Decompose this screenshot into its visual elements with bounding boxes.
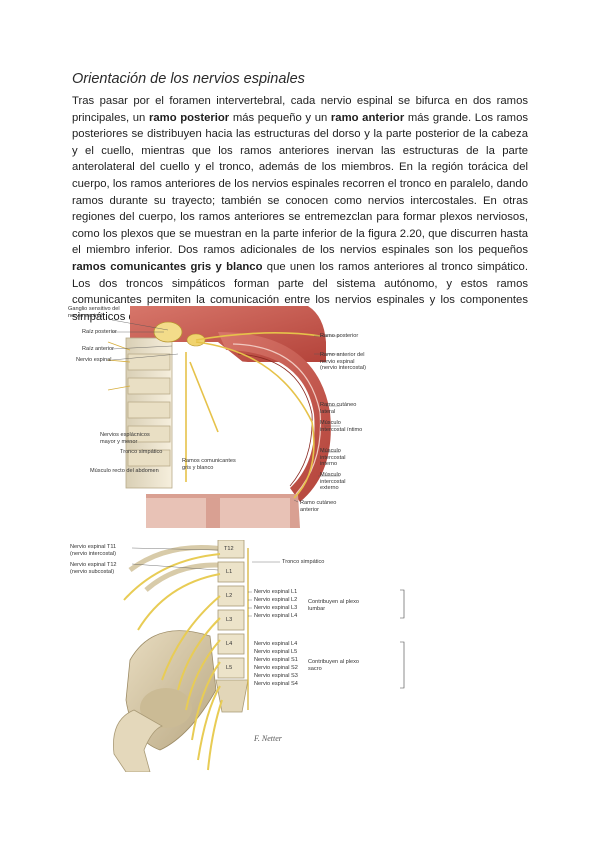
bold-term: ramo anterior — [330, 111, 405, 124]
label-sympathetic-trunk: Tronco simpático — [120, 449, 163, 455]
label-anterior-ramus: Ramo anterior del nervio espinal (nervio… — [320, 352, 367, 372]
label-intercostal-externo: Músculo intercostal externo — [320, 472, 346, 492]
label-intercostal-intimo: Músculo intercostal íntimo — [320, 420, 363, 433]
label-splanchnic: Nervios esplácnicos mayor y menor — [100, 432, 150, 445]
label-t11: Nervio espinal T11 (nervio intercostal) — [70, 544, 117, 557]
label-lumbar-3: Nervio espinal L3 — [254, 605, 298, 611]
label-sympathetic-trunk-b: Tronco simpático — [282, 559, 325, 565]
label-sacral-group: Contribuyen al plexo sacro — [308, 659, 359, 672]
label-vert-t12: T12 — [224, 546, 234, 552]
plexus-illustration — [113, 539, 405, 773]
figure-lumbosacral: Nervio espinal T11 (nervio intercostal) … — [70, 539, 410, 773]
body-paragraph: Tras pasar por el foramen intervertebral… — [72, 93, 528, 325]
section-title: Orientación de los nervios espinales — [72, 71, 305, 87]
label-lumbar-4: Nervio espinal L4 — [254, 613, 298, 619]
text-run: más grande. Los ramos posteriores se dis… — [72, 111, 529, 257]
bold-term: ramo posterior — [148, 111, 230, 124]
text-run: Tras pasar por el foramen intervertebral… — [72, 95, 528, 124]
label-vert-l5: L5 — [226, 665, 233, 671]
bold-term: ramos comunicantes gris y blanco — [72, 260, 263, 273]
label-posterior-ramus: Ramo posterior — [320, 333, 359, 339]
label-sacral-3: Nervio espinal S1 — [254, 657, 298, 663]
label-anterior-root: Raíz anterior — [82, 346, 115, 352]
label-vert-l3: L3 — [226, 617, 233, 623]
label-sacral-4: Nervio espinal S2 — [254, 665, 298, 671]
label-vert-l1: L1 — [226, 569, 233, 575]
text-run: más pequeño y un — [229, 111, 331, 124]
label-intercostal-interno: Músculo intercostal interno — [320, 448, 346, 468]
label-sacral-5: Nervio espinal S3 — [254, 673, 298, 679]
thorax-illustration — [107, 306, 340, 528]
figure-thorax-section: Ganglio sensitivo del nervio espinal Raí… — [68, 302, 368, 530]
label-posterior-root: Raíz posterior — [82, 329, 117, 335]
label-vert-l2: L2 — [226, 593, 233, 599]
label-lumbar-group: Contribuyen al plexo lumbar — [308, 599, 359, 612]
label-spinal-nerve: Nervio espinal — [76, 357, 112, 363]
label-rectus: Músculo recto del abdomen — [90, 468, 159, 474]
label-lumbar-2: Nervio espinal L2 — [254, 597, 298, 603]
label-ganglion: Ganglio sensitivo del nervio espinal — [68, 306, 120, 319]
label-lateral-cutaneous: Ramo cutáneo lateral — [320, 402, 357, 415]
label-sacral-1: Nervio espinal L4 — [254, 641, 298, 647]
label-t12: Nervio espinal T12 (nervio subcostal) — [70, 562, 117, 575]
label-sacral-2: Nervio espinal L5 — [254, 649, 298, 655]
label-rami-communicantes: Ramos comunicantes gris y blanco — [182, 458, 236, 471]
label-vert-l4: L4 — [226, 641, 233, 647]
label-lumbar-1: Nervio espinal L1 — [254, 589, 298, 595]
label-sacral-6: Nervio espinal S4 — [254, 681, 298, 687]
netter-signature: F. Netter — [254, 734, 282, 743]
label-anterior-cutaneous: Ramo cutáneo anterior — [300, 500, 337, 513]
